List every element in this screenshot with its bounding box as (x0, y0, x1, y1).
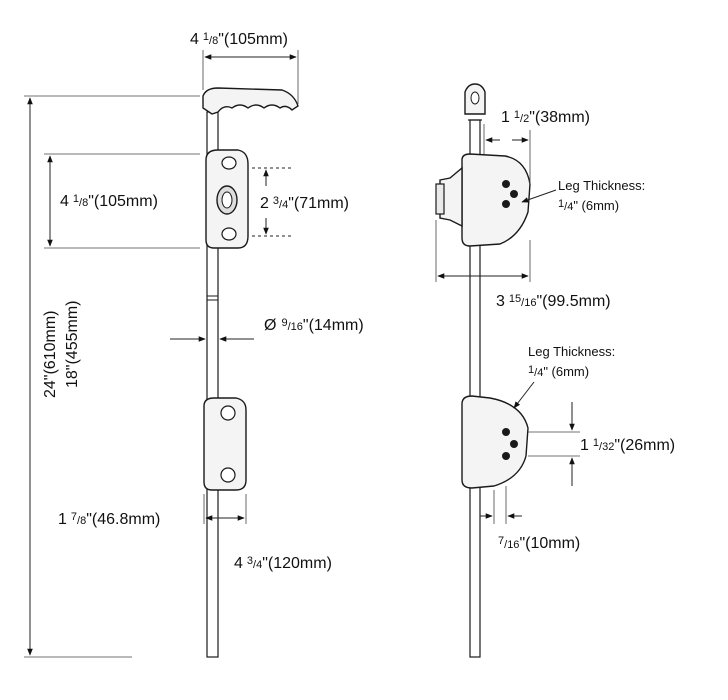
keeper-screw-hole-3 (502, 200, 510, 208)
keeper-screw-hole-2 (510, 190, 518, 198)
keeper-screw-hole-1 (502, 180, 510, 188)
keeper-lock-boss (439, 166, 463, 228)
overall-length-label: 24"(610mm) (42, 311, 59, 398)
top-leg-thickness-title: Leg Thickness: (558, 178, 645, 193)
top-leg-thickness-value: 1/4" (6mm) (558, 198, 619, 213)
bottom-leg-thickness-value: 1/4" (6mm) (528, 364, 589, 379)
guide-offset-label: 7/16"(10mm) (498, 535, 580, 552)
bottom-leg-leader (513, 381, 535, 409)
travel-length-label: 18"(455mm) (64, 301, 81, 388)
upper-mount-hole (221, 156, 237, 170)
guide-screw-hole-2 (510, 440, 518, 448)
bottom-leg-thickness-title: Leg Thickness: (528, 344, 615, 359)
handle-grip (202, 87, 299, 115)
guide-top-hole (220, 405, 236, 421)
upper-keeper-side (461, 153, 531, 247)
guide-screw-hole-1 (502, 428, 510, 436)
lower-mount-hole (221, 227, 237, 241)
lower-guide-side (461, 395, 529, 489)
guide-bottom-hole (220, 467, 236, 483)
keyway-icon (221, 191, 233, 209)
lower-guide-bracket (203, 397, 247, 491)
guide-screw-hole-3 (502, 452, 510, 460)
top-leg-leader (521, 189, 557, 203)
